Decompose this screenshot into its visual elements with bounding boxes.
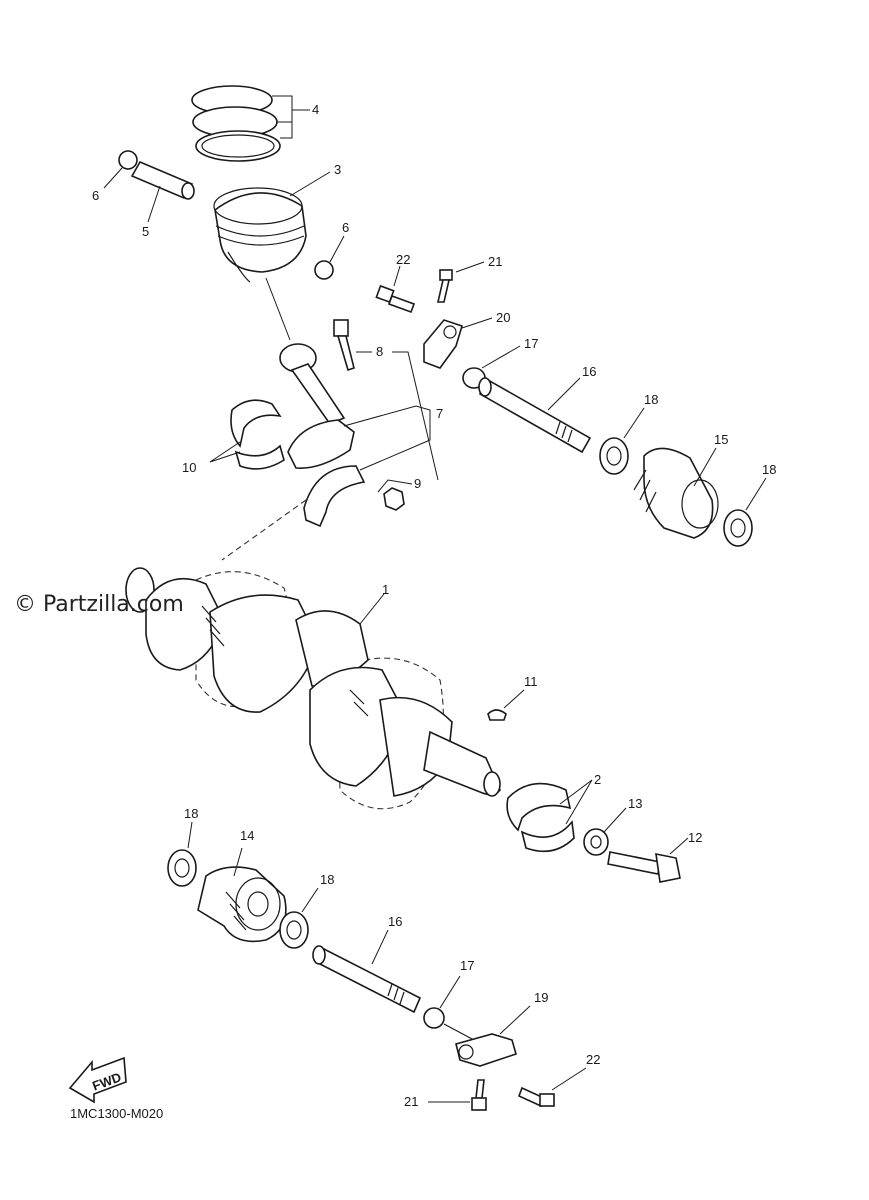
connecting-rod[interactable]	[279, 343, 355, 469]
callout-22-upper: 22	[396, 252, 410, 267]
piston[interactable]	[213, 187, 307, 283]
callout-13: 13	[628, 796, 642, 811]
callout-21-upper: 21	[488, 254, 502, 269]
balancer-bolt-lower-21[interactable]	[471, 1079, 487, 1111]
bearing-lower-a[interactable]	[167, 849, 197, 887]
callout-4: 4	[312, 102, 319, 117]
piston-pin-clip-lower[interactable]	[314, 260, 334, 280]
callout-6-upper: 6	[92, 188, 99, 203]
callout-1: 1	[382, 582, 389, 597]
watermark: © Partzilla.com	[14, 592, 184, 617]
callout-5: 5	[142, 224, 149, 239]
callout-6-lower: 6	[342, 220, 349, 235]
callout-10: 10	[182, 460, 196, 475]
washer[interactable]	[583, 828, 609, 856]
connecting-rod-bearing-upper[interactable]	[230, 399, 282, 448]
callout-20: 20	[496, 310, 510, 325]
callout-18-lower-b: 18	[320, 872, 334, 887]
callout-19: 19	[534, 990, 548, 1005]
callout-15: 15	[714, 432, 728, 447]
callout-18-upper-b: 18	[762, 462, 776, 477]
callout-7: 7	[436, 406, 443, 421]
callout-12: 12	[688, 830, 702, 845]
connecting-rod-cap[interactable]	[303, 465, 366, 528]
callout-21-lower: 21	[404, 1094, 418, 1109]
callout-9: 9	[414, 476, 421, 491]
callout-17-lower: 17	[460, 958, 474, 973]
bearing-lower-b[interactable]	[279, 911, 309, 949]
balancer-bolt-upper-22[interactable]	[375, 284, 416, 314]
callout-22-lower: 22	[586, 1052, 600, 1067]
diagram-code: 1MC1300-M020	[70, 1106, 164, 1121]
balancer-weight-15[interactable]	[633, 447, 719, 539]
woodruff-key[interactable]	[487, 709, 507, 721]
forward-direction-arrow: FWD	[68, 1056, 127, 1104]
crankshaft-main-bearing-upper[interactable]	[506, 782, 572, 832]
crankshaft[interactable]	[125, 567, 501, 810]
callout-16-lower: 16	[388, 914, 402, 929]
connecting-rod-bearing-lower[interactable]	[234, 444, 285, 470]
balancer-weight-14[interactable]	[197, 866, 287, 943]
balancer-weight-lever-19[interactable]	[455, 1033, 517, 1067]
connecting-rod-bolt[interactable]	[333, 319, 355, 372]
callout-8: 8	[376, 344, 383, 359]
balancer-shaft-lower[interactable]	[312, 945, 422, 1014]
callout-17-upper: 17	[524, 336, 538, 351]
callout-2: 2	[594, 772, 601, 787]
piston-pin-clip-upper[interactable]	[118, 150, 138, 170]
bearing-upper-b[interactable]	[723, 509, 753, 547]
o-ring-lower[interactable]	[423, 1007, 445, 1029]
balancer-shaft-upper[interactable]	[478, 377, 592, 454]
balancer-bolt-lower-22[interactable]	[517, 1086, 555, 1108]
callout-14: 14	[240, 828, 254, 843]
crankshaft-main-bearing-lower[interactable]	[520, 820, 575, 853]
callout-16-upper: 16	[582, 364, 596, 379]
callout-18-upper-a: 18	[644, 392, 658, 407]
balancer-weight-lever-20[interactable]	[423, 319, 463, 369]
piston-pin[interactable]	[130, 160, 195, 200]
crankshaft-bolt[interactable]	[607, 851, 681, 883]
balancer-bolt-upper-21[interactable]	[436, 269, 453, 303]
callout-18-lower-a: 18	[184, 806, 198, 821]
bearing-upper-a[interactable]	[599, 437, 629, 475]
callout-3: 3	[334, 162, 341, 177]
piston-rings[interactable]	[191, 85, 281, 162]
connecting-rod-nut[interactable]	[383, 487, 405, 511]
callout-11: 11	[524, 674, 538, 689]
